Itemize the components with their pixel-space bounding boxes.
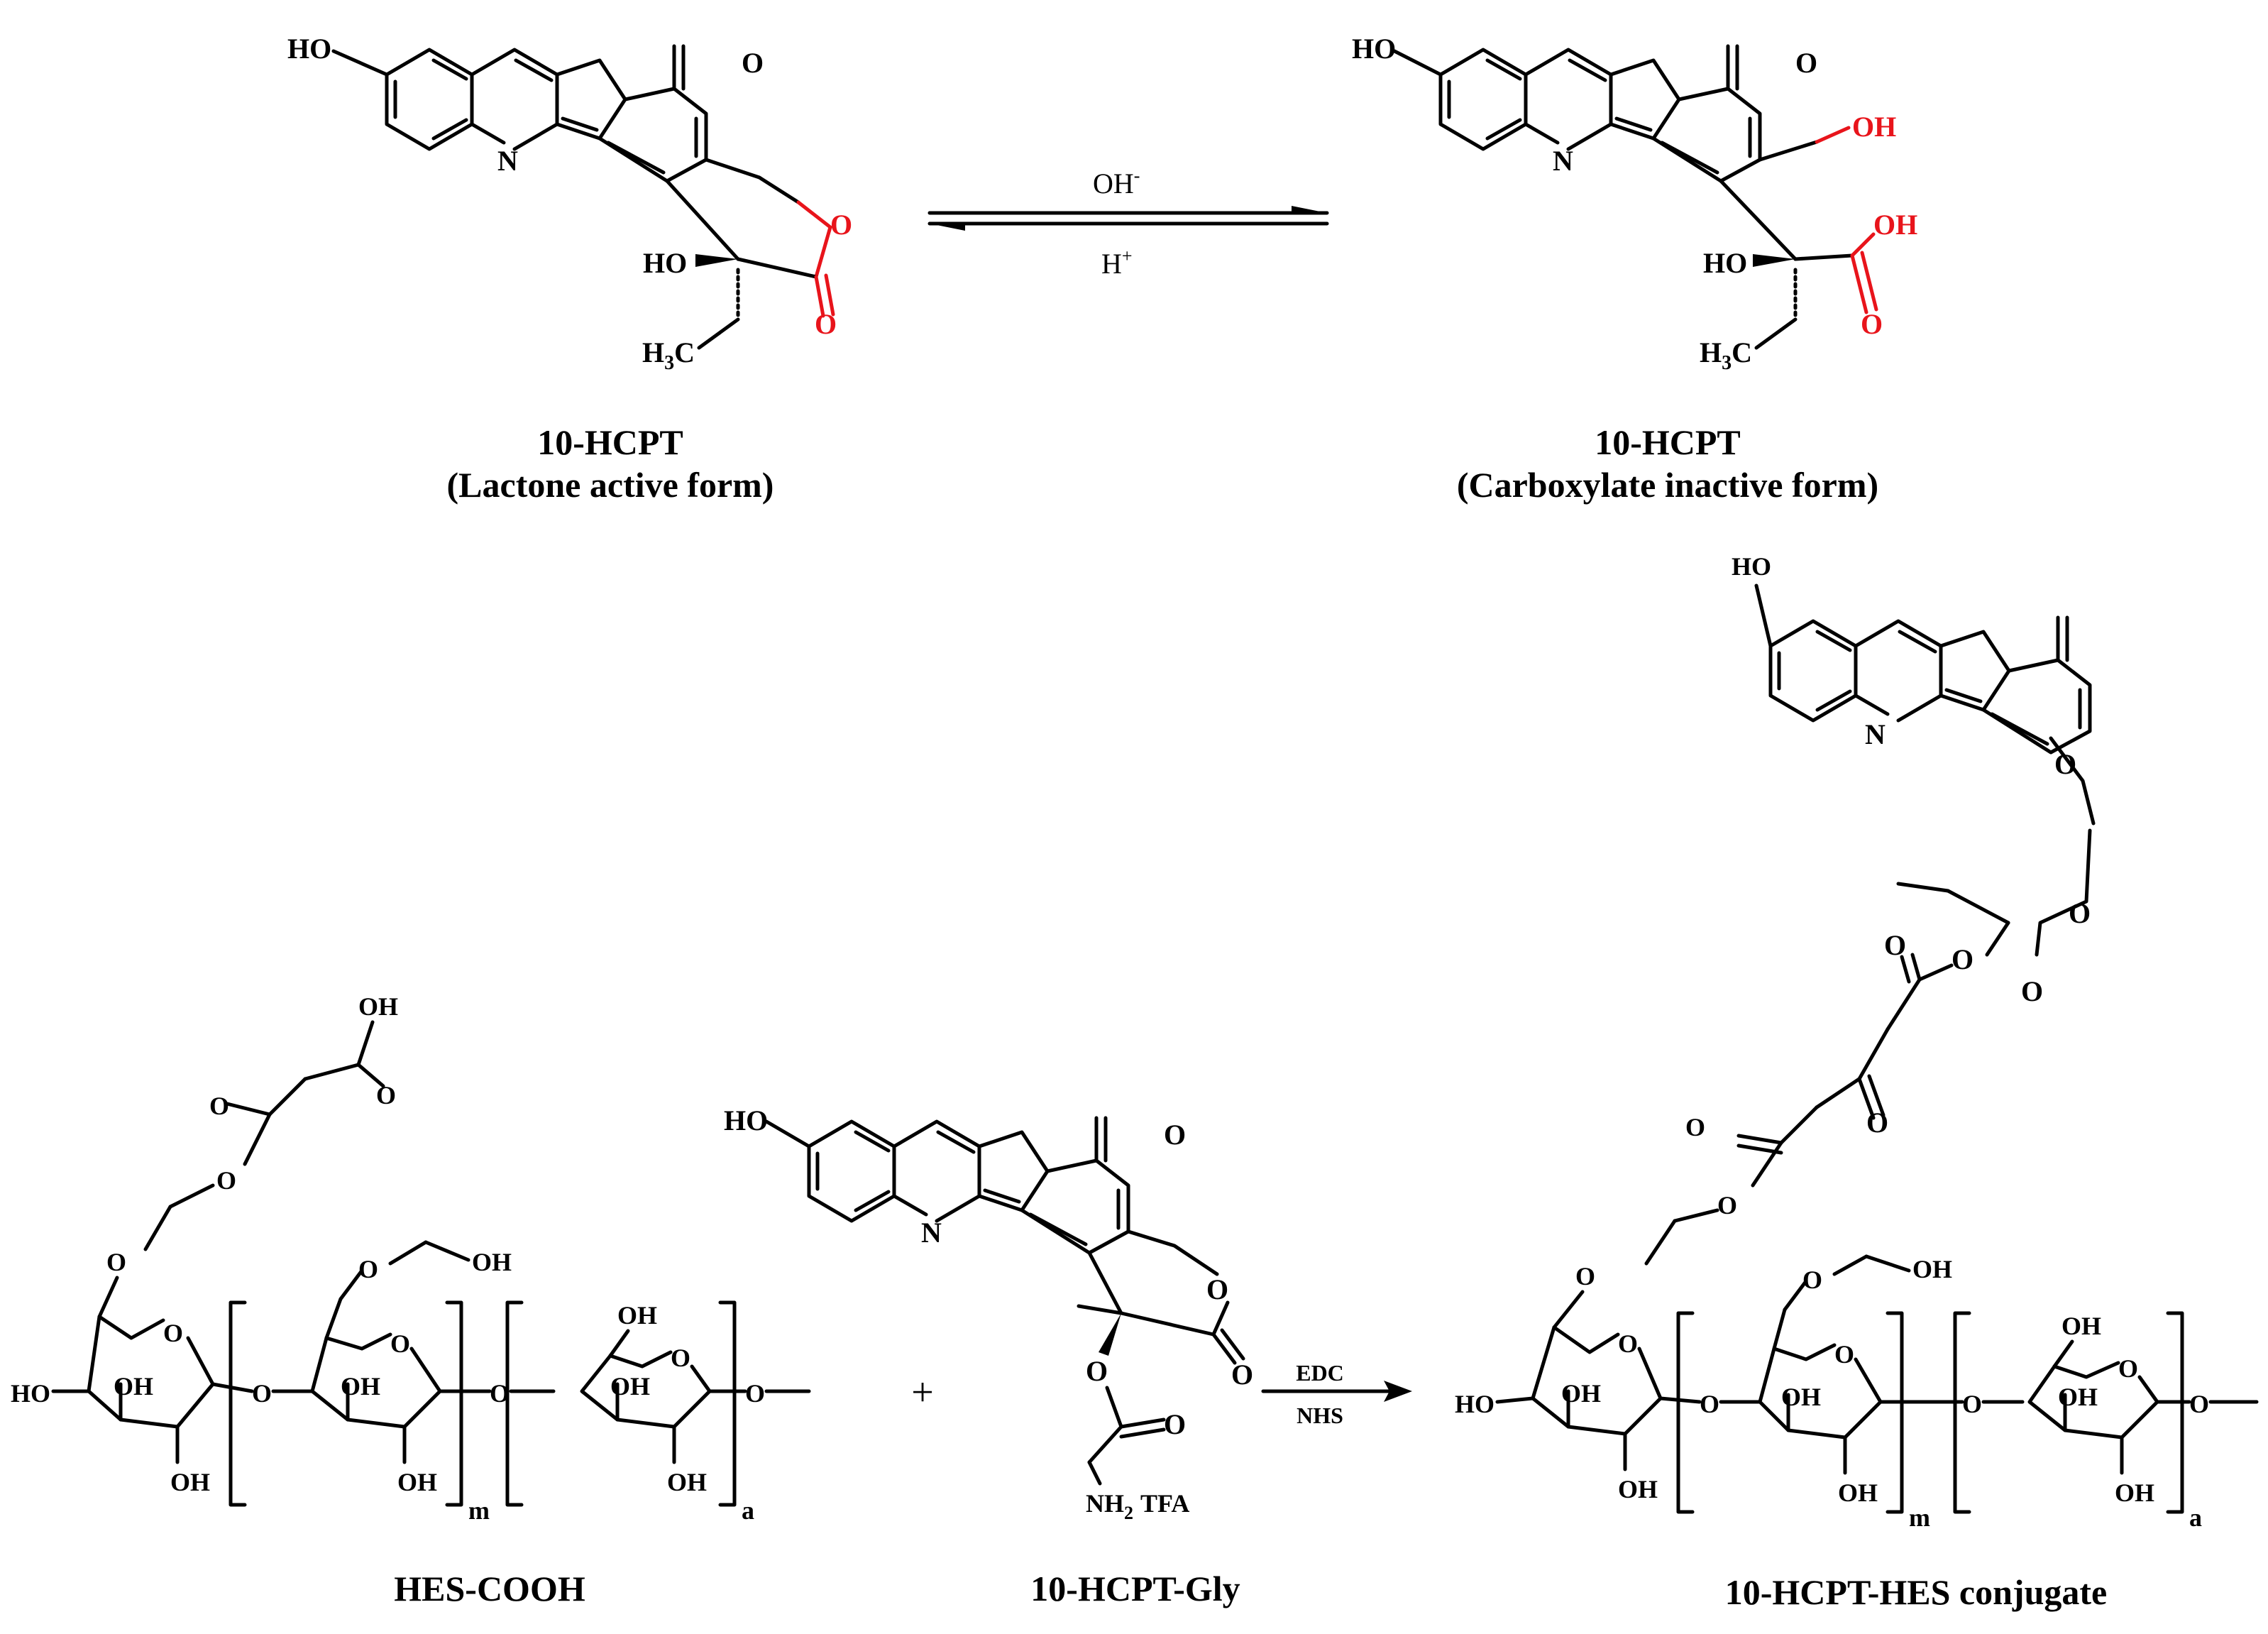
repeat-a: a: [742, 1496, 754, 1525]
atom-label: O: [1795, 47, 1817, 79]
atom-label: O: [1834, 1340, 1854, 1369]
atom-label: OH: [1838, 1479, 1878, 1507]
forward-condition: OH-: [1093, 165, 1140, 199]
conjugate-structure: HO N O O O O O O O O O O HO: [1455, 552, 2259, 1532]
atom-label: O: [106, 1248, 126, 1276]
atom-label: HO: [1732, 552, 1771, 581]
atom-label: O: [745, 1379, 765, 1408]
repeat-m: m: [1909, 1503, 1930, 1532]
atom-label: O: [1231, 1359, 1253, 1391]
equilibrium-arrows: OH- H+: [927, 165, 1329, 280]
atom-label: O: [671, 1344, 690, 1372]
atom-label: OH: [617, 1301, 657, 1329]
atom-label: O: [390, 1329, 410, 1358]
lactone-form: (Lactone active form): [447, 465, 774, 505]
coupling-arrow: EDC NHS: [1261, 1360, 1412, 1428]
atom-label: HO: [724, 1104, 768, 1136]
atom-label: O: [2118, 1354, 2138, 1383]
atom-label: HO: [1703, 247, 1747, 279]
atom-label: O: [1164, 1119, 1186, 1151]
atom-label: OH: [2058, 1383, 2098, 1411]
atom-label: O: [1164, 1408, 1186, 1440]
atom-label: OH: [170, 1468, 210, 1496]
atom-label: HO: [643, 247, 687, 279]
atom-label: O: [1086, 1355, 1108, 1387]
atom-label: O: [2054, 748, 2076, 780]
reagent-nhs: NHS: [1297, 1403, 1343, 1428]
atom-label: O: [1575, 1262, 1595, 1290]
atom-label: OH: [1618, 1475, 1658, 1503]
atom-label: N: [1553, 145, 1573, 177]
atom-label: O: [1717, 1191, 1737, 1219]
atom-label: HO: [1455, 1390, 1494, 1418]
atom-label: O: [1206, 1273, 1228, 1305]
atom-label: OH: [610, 1372, 650, 1400]
lactone-name: 10-HCPT: [537, 422, 683, 462]
atom-label: N: [1865, 718, 1886, 750]
atom-label: OH: [2115, 1479, 2154, 1507]
atom-label: O: [1618, 1329, 1638, 1358]
atom-label: OH: [2061, 1312, 2101, 1340]
repeat-m: m: [468, 1496, 490, 1525]
atom-label: O: [376, 1081, 396, 1109]
atom-label: O: [1962, 1390, 1982, 1418]
atom-label: OH: [114, 1372, 153, 1400]
carboxylate-structure: HO N O OH OH O HO H3C: [1352, 33, 1917, 374]
atom-label: HO: [287, 33, 331, 65]
hcpt-gly-label: 10-HCPT-Gly: [1030, 1569, 1240, 1608]
hes-cooh-structure: OH O O O O O HO OH OH O m OH O: [11, 992, 811, 1525]
atom-label: OH: [667, 1468, 707, 1496]
atom-label: OH: [1852, 111, 1896, 143]
atom-label: HO: [11, 1379, 50, 1408]
conjugate-label: 10-HCPT-HES conjugate: [1725, 1572, 2107, 1612]
repeat-a: a: [2189, 1503, 2202, 1532]
atom-label: O: [742, 47, 764, 79]
atom-label: H3C: [642, 336, 695, 374]
atom-label: O: [1861, 308, 1883, 340]
hes-cooh-label: HES-COOH: [394, 1569, 585, 1608]
atom-label: OH: [341, 1372, 380, 1400]
atom-label: HO: [1352, 33, 1396, 65]
atom-label: OH: [358, 992, 398, 1021]
atom-label: OH: [472, 1248, 512, 1276]
atom-label: OH: [397, 1468, 437, 1496]
plus-sign: +: [911, 1371, 934, 1415]
atom-label: O: [1884, 929, 1906, 961]
atom-label: O: [1700, 1390, 1719, 1418]
atom-label: N: [497, 145, 518, 177]
atom-label: OH: [1781, 1383, 1821, 1411]
atom-label: O: [2189, 1390, 2209, 1418]
atom-label: N: [921, 1217, 942, 1249]
carboxylate-form: (Carboxylate inactive form): [1457, 465, 1878, 505]
lactone-structure: HO N O O O HO H3C: [287, 33, 852, 374]
carboxylate-name: 10-HCPT: [1595, 422, 1741, 462]
atom-label: O: [216, 1166, 236, 1195]
atom-label: H3C: [1700, 336, 1752, 374]
atom-label: OH: [1912, 1255, 1952, 1283]
atom-label: OH: [1873, 209, 1917, 241]
atom-label: O: [209, 1092, 229, 1120]
atom-label: O: [2021, 975, 2043, 1007]
atom-label: O: [163, 1319, 183, 1347]
atom-label: O: [1866, 1107, 1888, 1139]
reverse-condition: H+: [1101, 246, 1133, 280]
atom-label: OH: [1561, 1379, 1601, 1408]
reagent-edc: EDC: [1296, 1360, 1344, 1386]
atom-label: O: [252, 1379, 272, 1408]
atom-label: O: [1685, 1113, 1705, 1141]
atom-label: O: [1952, 943, 1974, 975]
atom-label: O: [815, 308, 837, 340]
atom-label: O: [830, 209, 852, 241]
